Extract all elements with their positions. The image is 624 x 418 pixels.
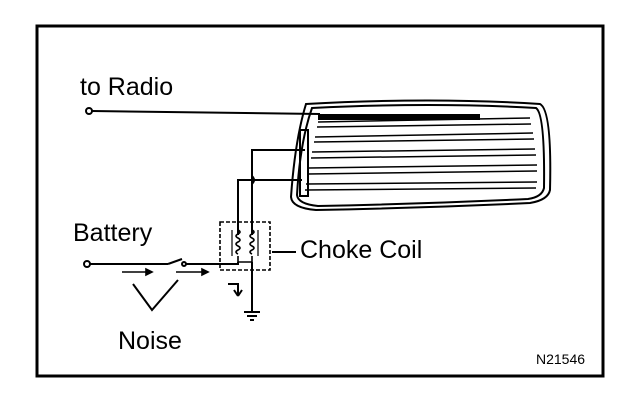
rear-window-glass <box>289 99 552 212</box>
radio-antenna-lead <box>85 107 321 115</box>
feed-wire-lower <box>237 179 302 235</box>
ground-lead <box>228 262 260 321</box>
glass-outline <box>289 99 552 212</box>
radio-terminal <box>85 107 93 115</box>
noise-leader <box>132 279 179 312</box>
battery-line <box>83 258 239 268</box>
ground-icon <box>244 311 260 321</box>
battery-terminal <box>83 260 91 268</box>
switch-contact <box>181 261 187 267</box>
coil-right <box>249 229 255 255</box>
noise-label: Noise <box>118 327 182 355</box>
defogger-feed-wires <box>237 149 305 235</box>
to-radio-label: to Radio <box>80 73 173 101</box>
bus-bar-upper <box>318 114 480 120</box>
figure-code: N21546 <box>536 351 585 367</box>
choke-coil-housing <box>219 221 271 271</box>
wire-crossover <box>251 175 255 185</box>
battery-label: Battery <box>73 219 153 247</box>
choke-coil <box>219 221 271 271</box>
glass-inner-edge <box>295 104 546 208</box>
feed-wire-upper <box>251 149 305 235</box>
figure-frame <box>35 24 605 378</box>
heater-lines <box>304 117 538 191</box>
choke-coil-label: Choke Coil <box>300 236 422 264</box>
coil-left <box>235 229 241 255</box>
switch-blade <box>167 258 183 265</box>
bus-bar-left <box>299 129 309 197</box>
noise-arrows <box>122 267 210 277</box>
